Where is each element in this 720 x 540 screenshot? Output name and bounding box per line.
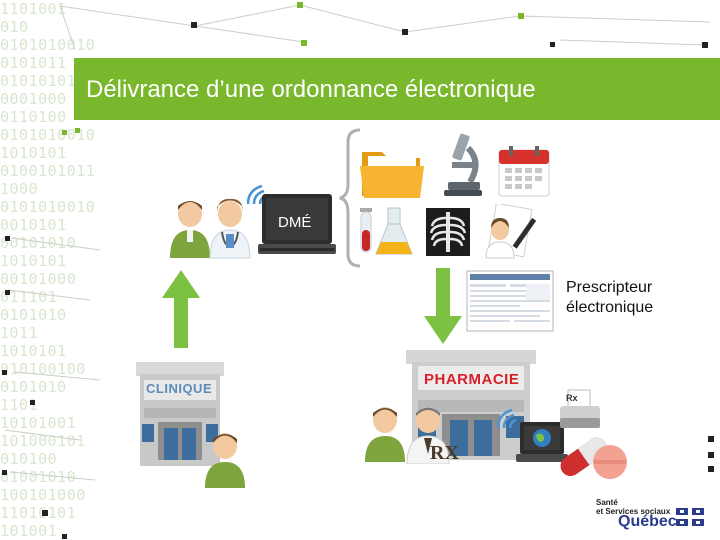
flask-icon xyxy=(372,206,416,258)
prescripteur-label: Prescripteur électronique xyxy=(566,278,686,318)
dme-label: DMÉ xyxy=(278,214,311,231)
microscope-icon xyxy=(440,132,486,198)
xray-icon xyxy=(424,206,472,258)
prescriber-writing-icon xyxy=(482,204,544,260)
up-arrow xyxy=(160,268,202,350)
page-title: Délivrance d’une ordonnance électronique xyxy=(86,76,536,104)
down-arrow xyxy=(422,266,464,346)
pill-icon xyxy=(552,428,632,484)
rx-small-label: Rx xyxy=(566,393,578,403)
prescription-screen-icon xyxy=(466,270,554,332)
printer-icon xyxy=(556,388,604,432)
quebec-wordmark: Québec xyxy=(618,513,677,531)
calendar-icon xyxy=(497,144,551,198)
patient-icon xyxy=(362,404,408,462)
pharmacie-label: PHARMACIE xyxy=(424,371,519,388)
clinique-label: CLINIQUE xyxy=(146,381,212,396)
logo-line-1: Santé xyxy=(596,498,670,507)
doctor-icon xyxy=(170,201,210,258)
rx-label: RX xyxy=(430,442,459,465)
quebec-flag-icon xyxy=(676,508,704,526)
folder-icon xyxy=(358,140,428,202)
patient-icon xyxy=(202,430,248,488)
globe-icon xyxy=(533,429,551,447)
